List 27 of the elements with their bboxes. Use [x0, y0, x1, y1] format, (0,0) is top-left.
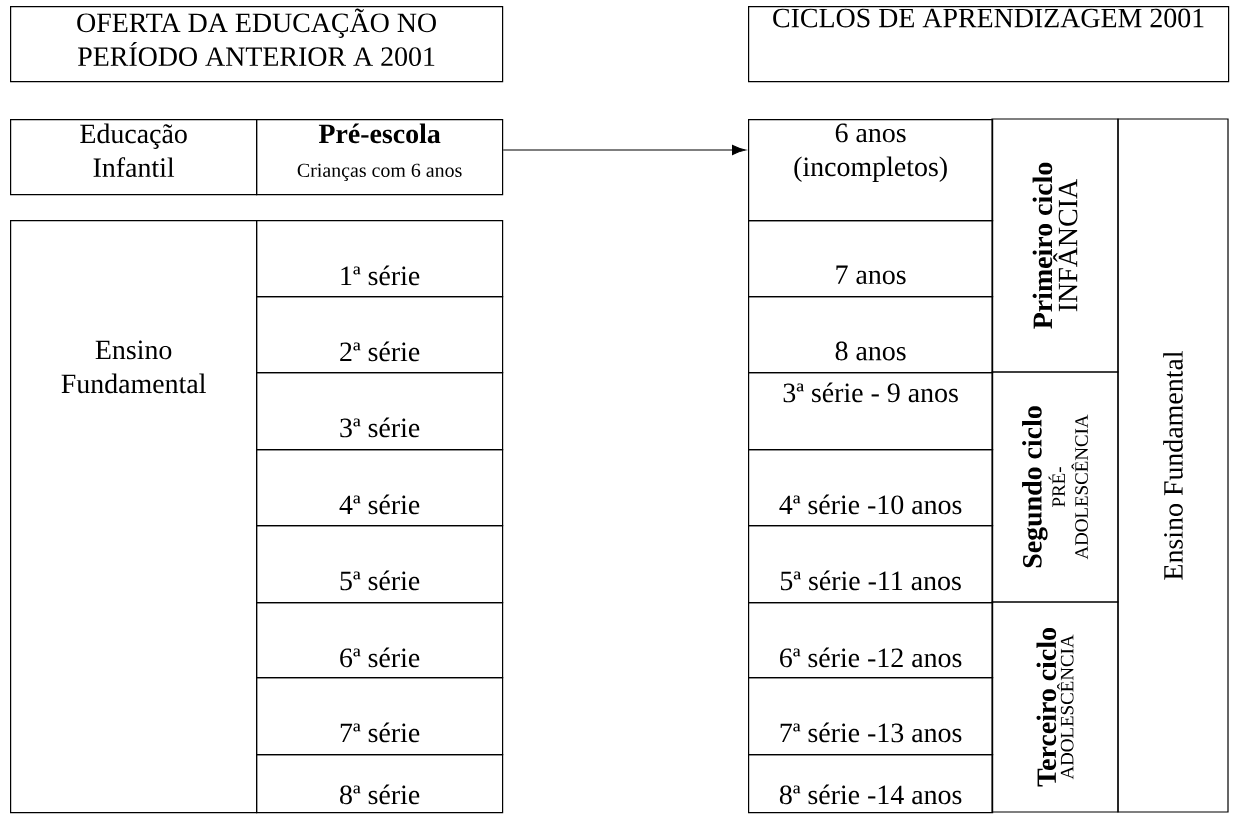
- table-cell: 7ª série -13 anos: [748, 677, 994, 756]
- table-cell: 1ª série: [256, 220, 504, 298]
- cycle-cell: Primeiro ciclo INFÂNCIA: [991, 118, 1119, 373]
- cycle-cell: Segundo ciclo PRÉ- ADOLESCÊNCIA: [991, 371, 1119, 603]
- table-cell: Pré-escola Crianças com 6 anos: [256, 119, 504, 196]
- cycle-cell: Terceiro ciclo ADOLESCÊNCIA: [991, 601, 1119, 813]
- table-cell: 7ª série: [256, 677, 504, 756]
- table-cell: 6ª série: [256, 602, 504, 679]
- table-cell: 4ª série -10 anos: [748, 449, 994, 527]
- table-cell: 3ª série: [256, 372, 504, 451]
- table-cell: 5ª série -11 anos: [748, 525, 994, 604]
- table-cell: 5ª série: [256, 525, 504, 604]
- table-cell: Ensino Fundamental: [10, 220, 258, 814]
- table-cell: 2ª série: [256, 296, 504, 374]
- table-cell: 6 anos (incompletos): [748, 119, 994, 222]
- table-cell: Ensino Fundamental: [1117, 118, 1229, 813]
- table-cell: 7 anos: [748, 220, 994, 298]
- table-cell: 8 anos: [748, 296, 994, 374]
- table-cell: 4ª série: [256, 449, 504, 527]
- table-cell: Educação Infantil: [10, 119, 258, 196]
- table-cell: 6ª série -12 anos: [748, 602, 994, 679]
- title-box: CICLOS DE APRENDIZAGEM 2001: [748, 6, 1230, 83]
- title-box: OFERTA DA EDUCAÇÃO NO PERÍODO ANTERIOR A 2001: [10, 6, 504, 83]
- table-cell: 8ª série: [256, 754, 504, 814]
- table-cell: 3ª série - 9 anos: [748, 372, 994, 451]
- arrow: [502, 144, 746, 156]
- table-cell: 8ª série -14 anos: [748, 754, 994, 814]
